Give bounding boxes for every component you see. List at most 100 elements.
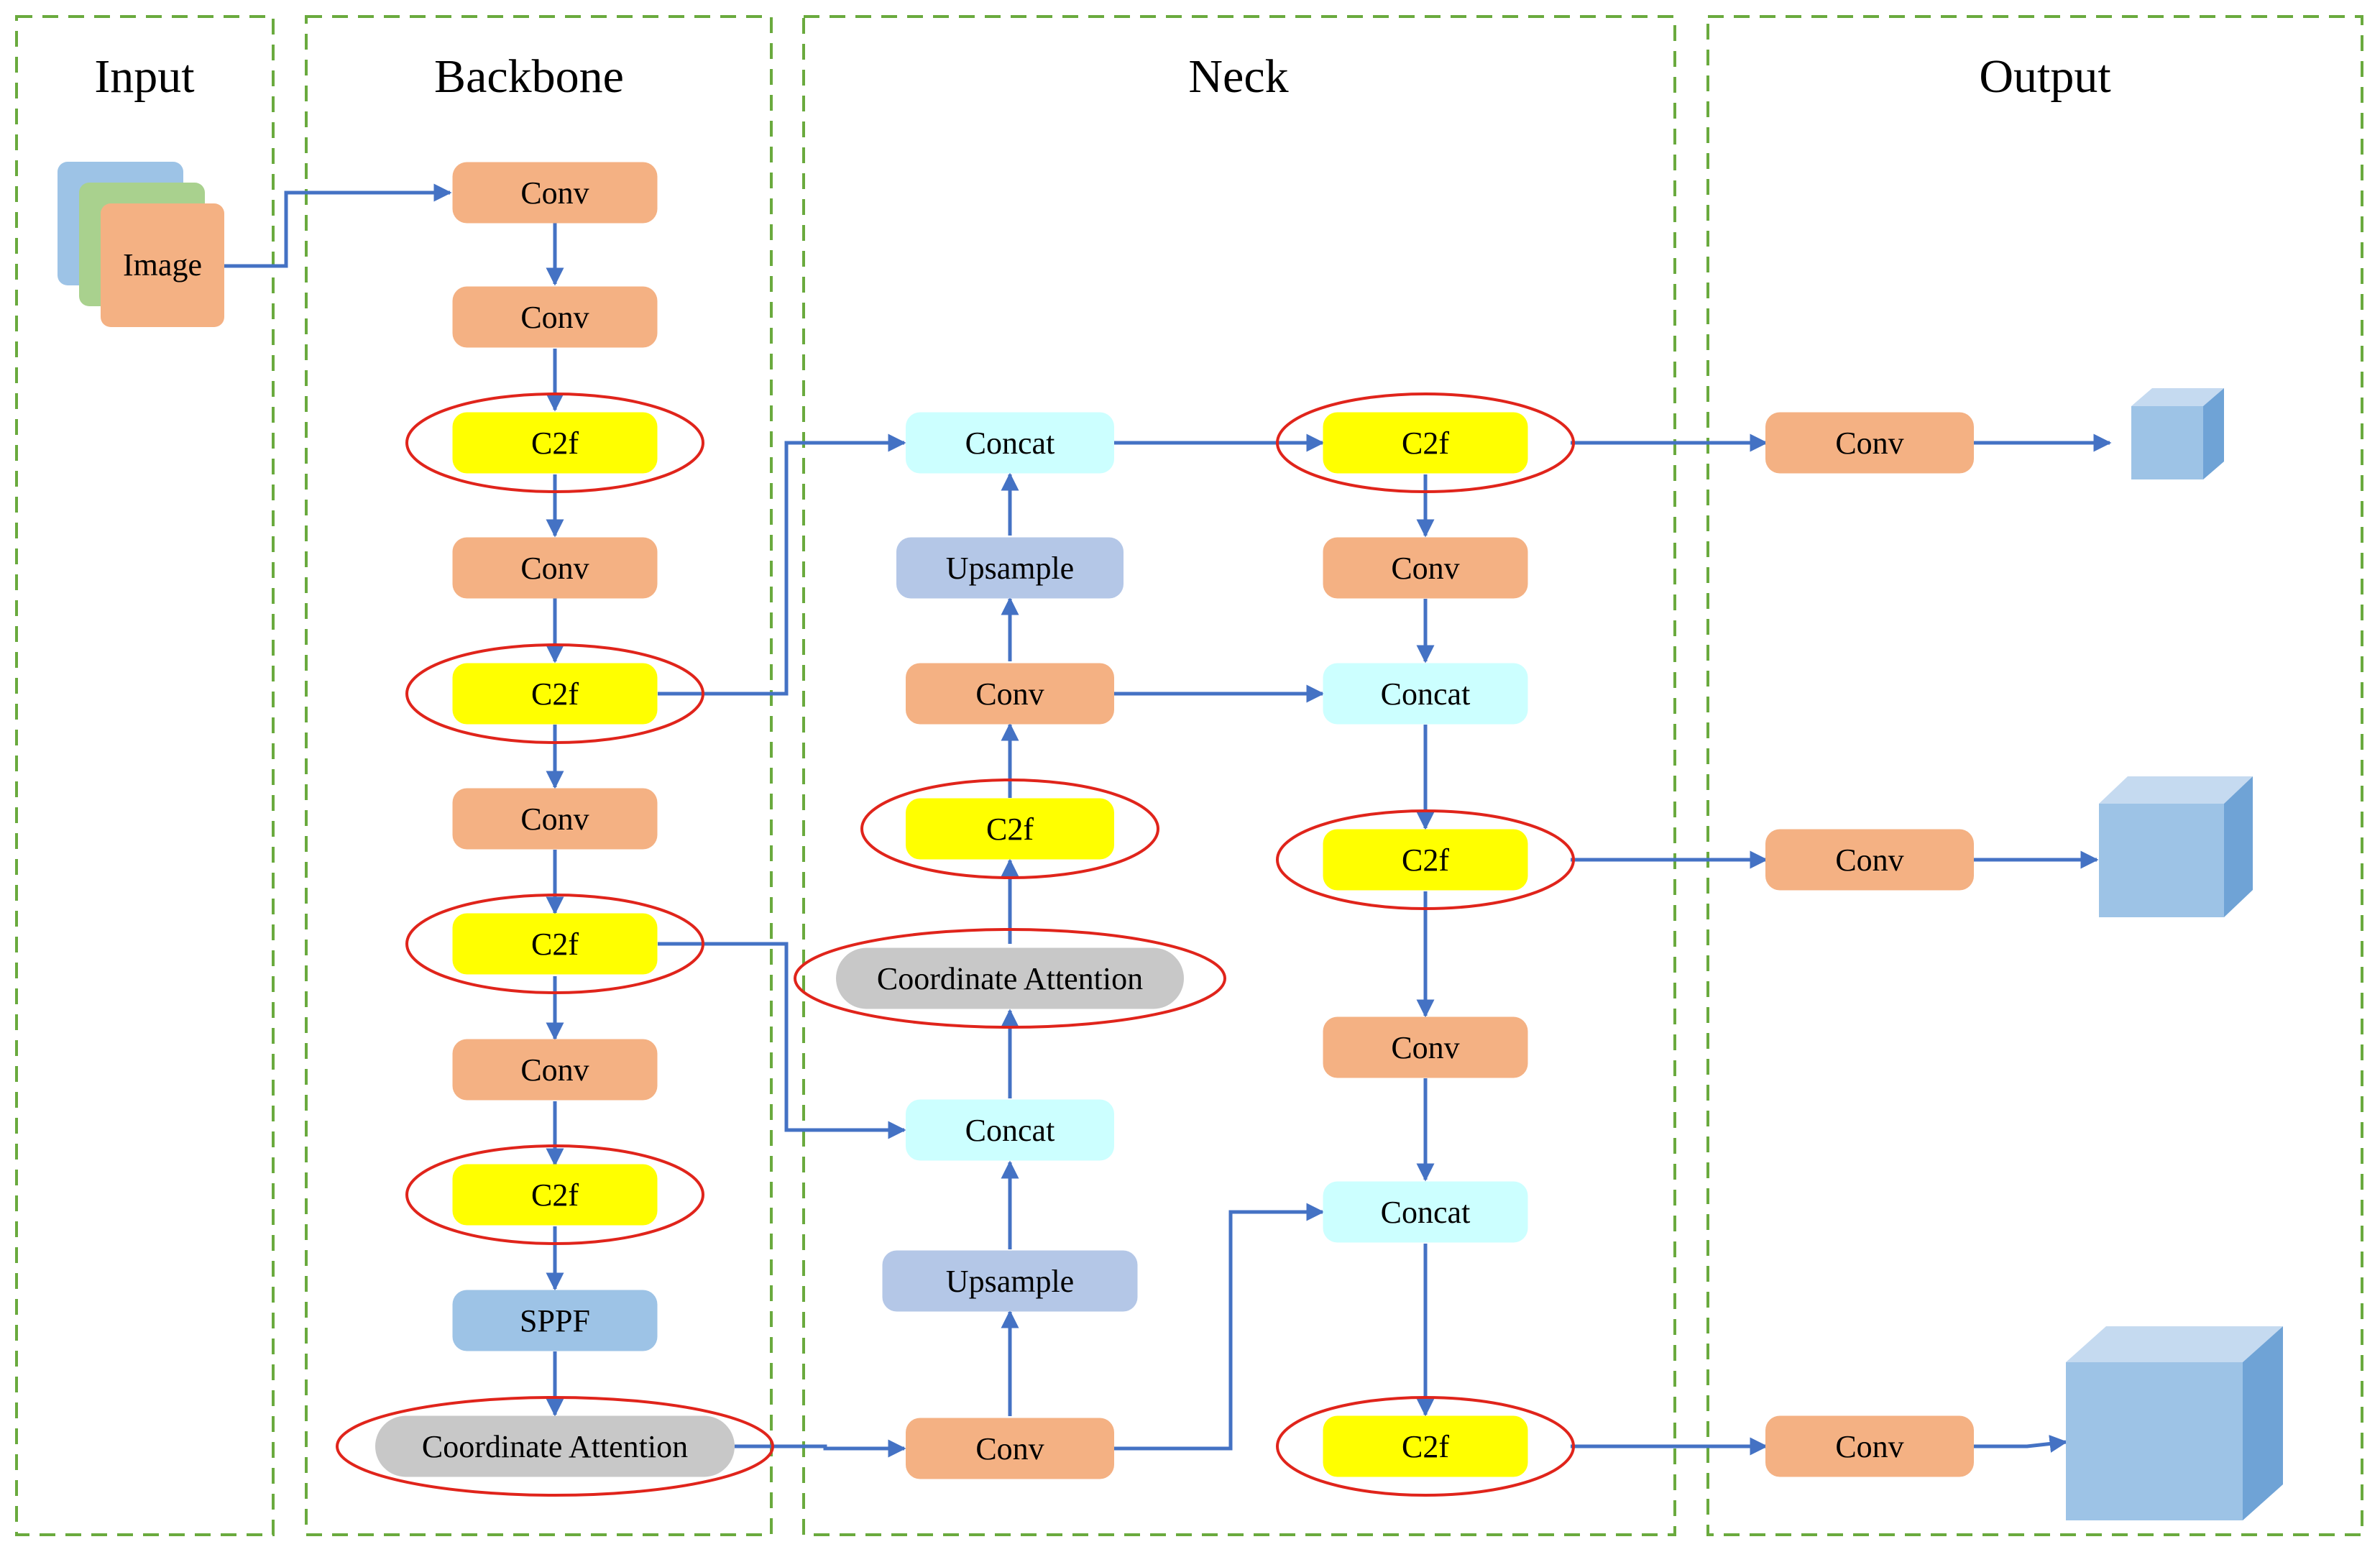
input-section-frame xyxy=(15,15,275,1536)
output-cube-small xyxy=(2131,388,2224,479)
block-c2f-b9: C2f xyxy=(452,1164,658,1226)
image-label: Image xyxy=(123,247,202,283)
block-label: C2f xyxy=(531,927,579,962)
block-box xyxy=(1323,1016,1528,1078)
block-conv-b4: Conv xyxy=(452,537,658,599)
block-label: Coordinate Attention xyxy=(877,961,1143,996)
block-label: Conv xyxy=(520,551,589,586)
block-box xyxy=(882,1250,1138,1312)
block-label: C2f xyxy=(1402,842,1449,878)
block-box xyxy=(1323,663,1528,725)
block-concat-n1: Concat xyxy=(906,412,1114,474)
block-label: Conv xyxy=(520,175,589,211)
block-label: C2f xyxy=(531,1177,579,1213)
block-label: Upsample xyxy=(946,551,1074,586)
block-coordinate-attention-b11: Coordinate Attention xyxy=(375,1415,735,1477)
arrow-image-to-conv xyxy=(224,183,452,268)
block-concat-n6: Concat xyxy=(906,1099,1114,1161)
block-conv-n3: Conv xyxy=(906,663,1114,725)
block-box xyxy=(896,537,1124,599)
block-box xyxy=(906,1099,1114,1161)
output-section-frame xyxy=(1706,15,2363,1536)
block-box xyxy=(1323,1415,1528,1477)
block-box xyxy=(452,1290,658,1351)
block-box xyxy=(452,412,658,474)
highlight-ellipse-b7 xyxy=(405,894,704,994)
block-concat-n14: Concat xyxy=(1323,1181,1528,1243)
block-box xyxy=(375,1415,735,1477)
blocks: ConvConvC2fConvC2fConvC2fConvC2fSPPFCoor… xyxy=(375,162,1974,1479)
block-conv-n8: Conv xyxy=(906,1418,1114,1479)
highlight-ellipses xyxy=(336,392,1575,1497)
block-label: C2f xyxy=(986,812,1034,847)
block-label: Conv xyxy=(1835,1429,1903,1464)
arrow-b7-to-n6 xyxy=(658,942,906,1139)
output-section-title: Output xyxy=(1979,50,2110,103)
arrow-o3-cube-large xyxy=(1974,1435,2068,1453)
block-conv-b8: Conv xyxy=(452,1039,658,1101)
highlight-ellipse-b5 xyxy=(405,643,704,744)
block-conv-b1: Conv xyxy=(452,162,658,224)
highlight-ellipse-b3 xyxy=(405,392,704,493)
block-label: C2f xyxy=(531,676,579,712)
block-box xyxy=(452,537,658,599)
block-conv-o2: Conv xyxy=(1765,829,1974,891)
highlight-ellipse-n15 xyxy=(1276,1396,1575,1497)
block-label: Concat xyxy=(965,426,1055,461)
block-label: Conv xyxy=(1391,551,1459,586)
block-label: C2f xyxy=(531,426,579,461)
block-coordinate-attention-n5: Coordinate Attention xyxy=(836,947,1184,1009)
block-box xyxy=(1323,412,1528,474)
highlight-ellipse-b11 xyxy=(336,1396,774,1497)
block-label: SPPF xyxy=(520,1303,590,1339)
backbone-section-frame xyxy=(305,15,773,1536)
block-box xyxy=(906,663,1114,725)
block-label: Coordinate Attention xyxy=(422,1429,688,1464)
block-box xyxy=(452,663,658,725)
output-cubes xyxy=(2066,388,2283,1520)
block-box xyxy=(452,162,658,224)
block-label: Conv xyxy=(1835,842,1903,878)
block-c2f-b7: C2f xyxy=(452,913,658,975)
block-label: C2f xyxy=(1402,426,1449,461)
block-label: Concat xyxy=(1381,676,1471,712)
block-box xyxy=(452,286,658,348)
block-box xyxy=(1765,1415,1974,1477)
neck-section-frame xyxy=(802,15,1676,1536)
block-conv-b6: Conv xyxy=(452,788,658,850)
arrow-b5-to-n1 xyxy=(658,433,906,696)
block-box xyxy=(906,412,1114,474)
arrow-n8-to-n14 xyxy=(1114,1203,1325,1451)
block-label: Upsample xyxy=(946,1264,1074,1299)
block-box xyxy=(452,1164,658,1226)
block-box xyxy=(1765,412,1974,474)
block-upsample-n7: Upsample xyxy=(882,1250,1138,1312)
block-label: Conv xyxy=(1835,426,1903,461)
block-box xyxy=(1765,829,1974,891)
block-label: Conv xyxy=(520,300,589,335)
block-c2f-n9: C2f xyxy=(1323,412,1528,474)
block-label: Concat xyxy=(1381,1195,1471,1230)
block-box xyxy=(1323,829,1528,891)
block-conv-n10: Conv xyxy=(1323,537,1528,599)
block-label: Conv xyxy=(975,1431,1044,1466)
arrow-b11-to-n8 xyxy=(735,1439,906,1458)
block-label: Conv xyxy=(975,676,1044,712)
block-sppf-b10: SPPF xyxy=(452,1290,658,1351)
block-c2f-n15: C2f xyxy=(1323,1415,1528,1477)
highlight-ellipse-n12 xyxy=(1276,809,1575,910)
block-box xyxy=(452,788,658,850)
highlight-ellipse-n5 xyxy=(794,928,1226,1029)
block-label: C2f xyxy=(1402,1429,1449,1464)
block-box xyxy=(1323,1181,1528,1243)
block-conv-n13: Conv xyxy=(1323,1016,1528,1078)
backbone-section-title: Backbone xyxy=(434,50,624,103)
block-box xyxy=(906,798,1114,860)
block-conv-b2: Conv xyxy=(452,286,658,348)
block-c2f-b5: C2f xyxy=(452,663,658,725)
highlight-ellipse-n9 xyxy=(1276,392,1575,493)
output-cube-medium xyxy=(2099,776,2253,917)
block-box xyxy=(836,947,1184,1009)
block-label: Conv xyxy=(520,802,589,837)
